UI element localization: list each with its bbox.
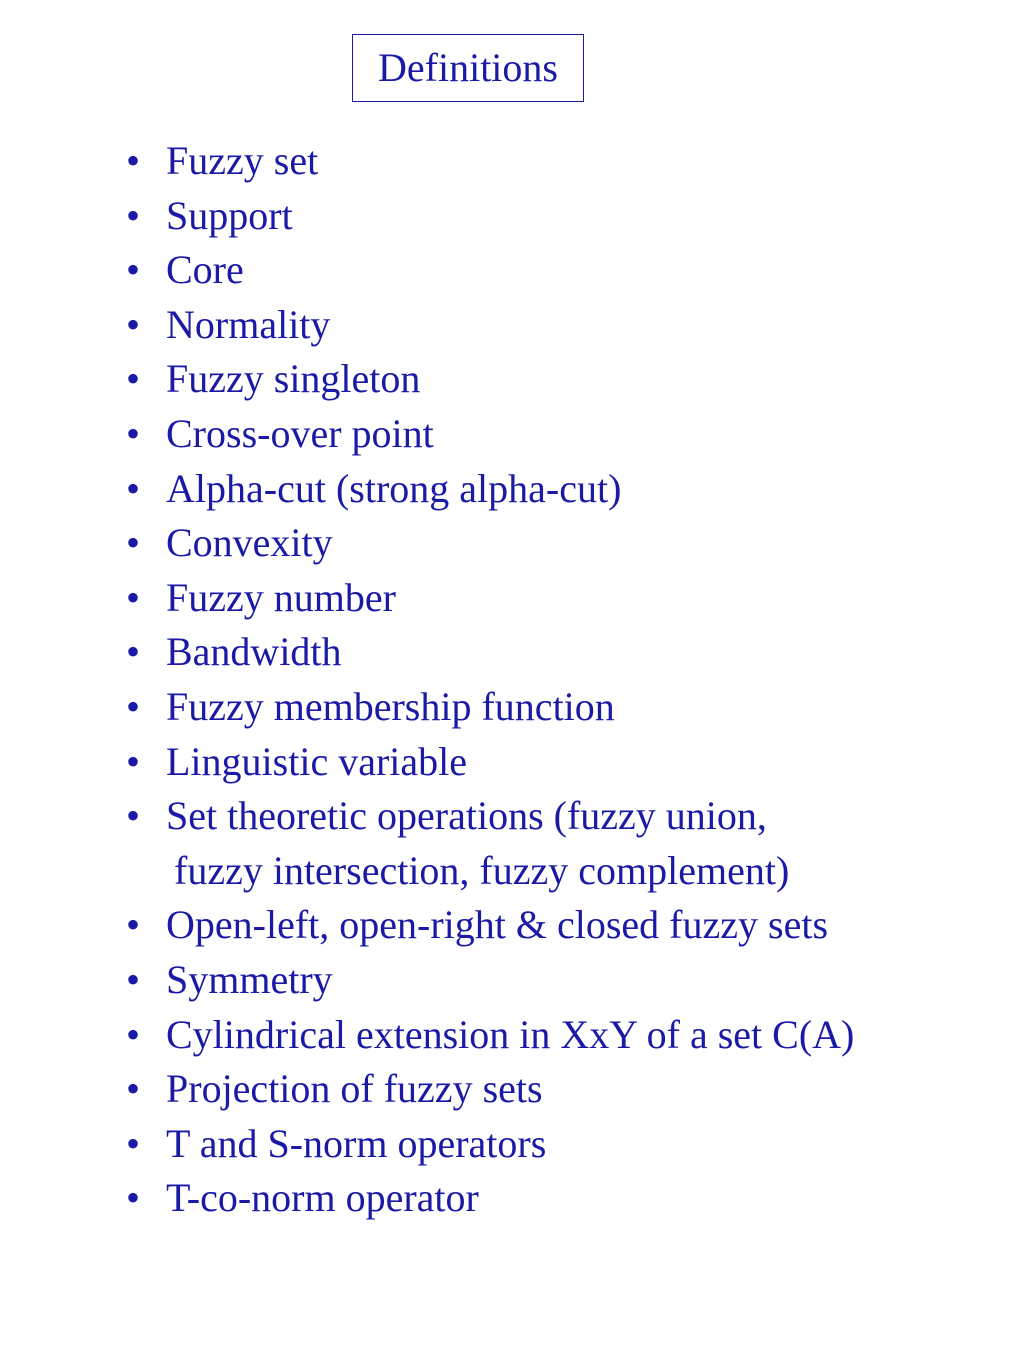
definitions-title-box: Definitions <box>352 34 584 102</box>
list-item-text-block: Set theoretic operations (fuzzy union, f… <box>166 789 789 898</box>
list-item-support: • Support <box>126 189 854 244</box>
list-item-t-s-norm-operators: • T and S-norm operators <box>126 1117 854 1172</box>
list-item-core: • Core <box>126 243 854 298</box>
bullet-icon: • <box>126 902 141 948</box>
bullet-icon: • <box>126 1011 141 1057</box>
bullet-icon: • <box>126 247 141 293</box>
list-item-text: Linguistic variable <box>166 738 468 784</box>
list-item-text: Set theoretic operations (fuzzy union, <box>166 793 767 839</box>
definitions-list: • Fuzzy set • Support • Core • Normality… <box>126 134 854 1226</box>
list-item-fuzzy-set: • Fuzzy set <box>126 134 854 189</box>
list-item-text: Fuzzy singleton <box>166 356 421 402</box>
list-item-text: Alpha-cut (strong alpha-cut) <box>166 465 622 511</box>
page-title: Definitions <box>378 45 558 90</box>
list-item-set-theoretic-operations: • Set theoretic operations (fuzzy union,… <box>126 789 854 898</box>
bullet-icon: • <box>126 956 141 1002</box>
bullet-icon: • <box>126 410 141 456</box>
list-item-text: Cross-over point <box>166 410 434 456</box>
list-item-text: Fuzzy number <box>166 574 396 620</box>
list-item-alpha-cut: • Alpha-cut (strong alpha-cut) <box>126 462 854 517</box>
bullet-icon: • <box>126 465 141 511</box>
list-item-text: T and S-norm operators <box>166 1120 547 1166</box>
list-item-fuzzy-number: • Fuzzy number <box>126 571 854 626</box>
bullet-icon: • <box>126 356 141 402</box>
list-item-text: Projection of fuzzy sets <box>166 1066 543 1112</box>
bullet-icon: • <box>126 138 141 183</box>
list-item-open-closed-fuzzy-sets: • Open-left, open-right & closed fuzzy s… <box>126 898 854 953</box>
bullet-icon: • <box>126 574 141 620</box>
list-item-text: Convexity <box>166 520 333 566</box>
list-item-text: Core <box>166 247 244 293</box>
list-item-symmetry: • Symmetry <box>126 953 854 1008</box>
bullet-icon: • <box>126 629 141 675</box>
list-item-cylindrical-extension: • Cylindrical extension in XxY of a set … <box>126 1008 854 1063</box>
bullet-icon: • <box>126 1120 141 1166</box>
list-item-text: Fuzzy membership function <box>166 683 615 729</box>
list-item-text: Support <box>166 192 293 238</box>
list-item-projection: • Projection of fuzzy sets <box>126 1062 854 1117</box>
list-item-continuation: fuzzy intersection, fuzzy complement) <box>174 847 790 893</box>
list-item-fuzzy-singleton: • Fuzzy singleton <box>126 352 854 407</box>
list-item-text: Normality <box>166 301 331 347</box>
bullet-icon: • <box>126 1066 141 1112</box>
list-item-normality: • Normality <box>126 298 854 353</box>
list-item-convexity: • Convexity <box>126 516 854 571</box>
list-item-linguistic-variable: • Linguistic variable <box>126 735 854 790</box>
bullet-icon: • <box>126 683 141 729</box>
list-item-text: Open-left, open-right & closed fuzzy set… <box>166 902 829 948</box>
bullet-icon: • <box>126 520 141 566</box>
bullet-icon: • <box>126 192 141 238</box>
bullet-icon: • <box>126 738 141 784</box>
list-item-bandwidth: • Bandwidth <box>126 625 854 680</box>
list-item-text: Bandwidth <box>166 629 342 675</box>
list-item-cross-over-point: • Cross-over point <box>126 407 854 462</box>
list-item-text: T-co-norm operator <box>166 1175 479 1221</box>
list-item-text: Cylindrical extension in XxY of a set C(… <box>166 1011 855 1057</box>
list-item-fuzzy-membership-function: • Fuzzy membership function <box>126 680 854 735</box>
bullet-icon: • <box>126 793 141 839</box>
list-item-text: Fuzzy set <box>166 138 319 183</box>
bullet-icon: • <box>126 1175 141 1221</box>
list-item-text: Symmetry <box>166 956 333 1002</box>
bullet-icon: • <box>126 301 141 347</box>
list-item-t-co-norm-operator: • T-co-norm operator <box>126 1171 854 1226</box>
